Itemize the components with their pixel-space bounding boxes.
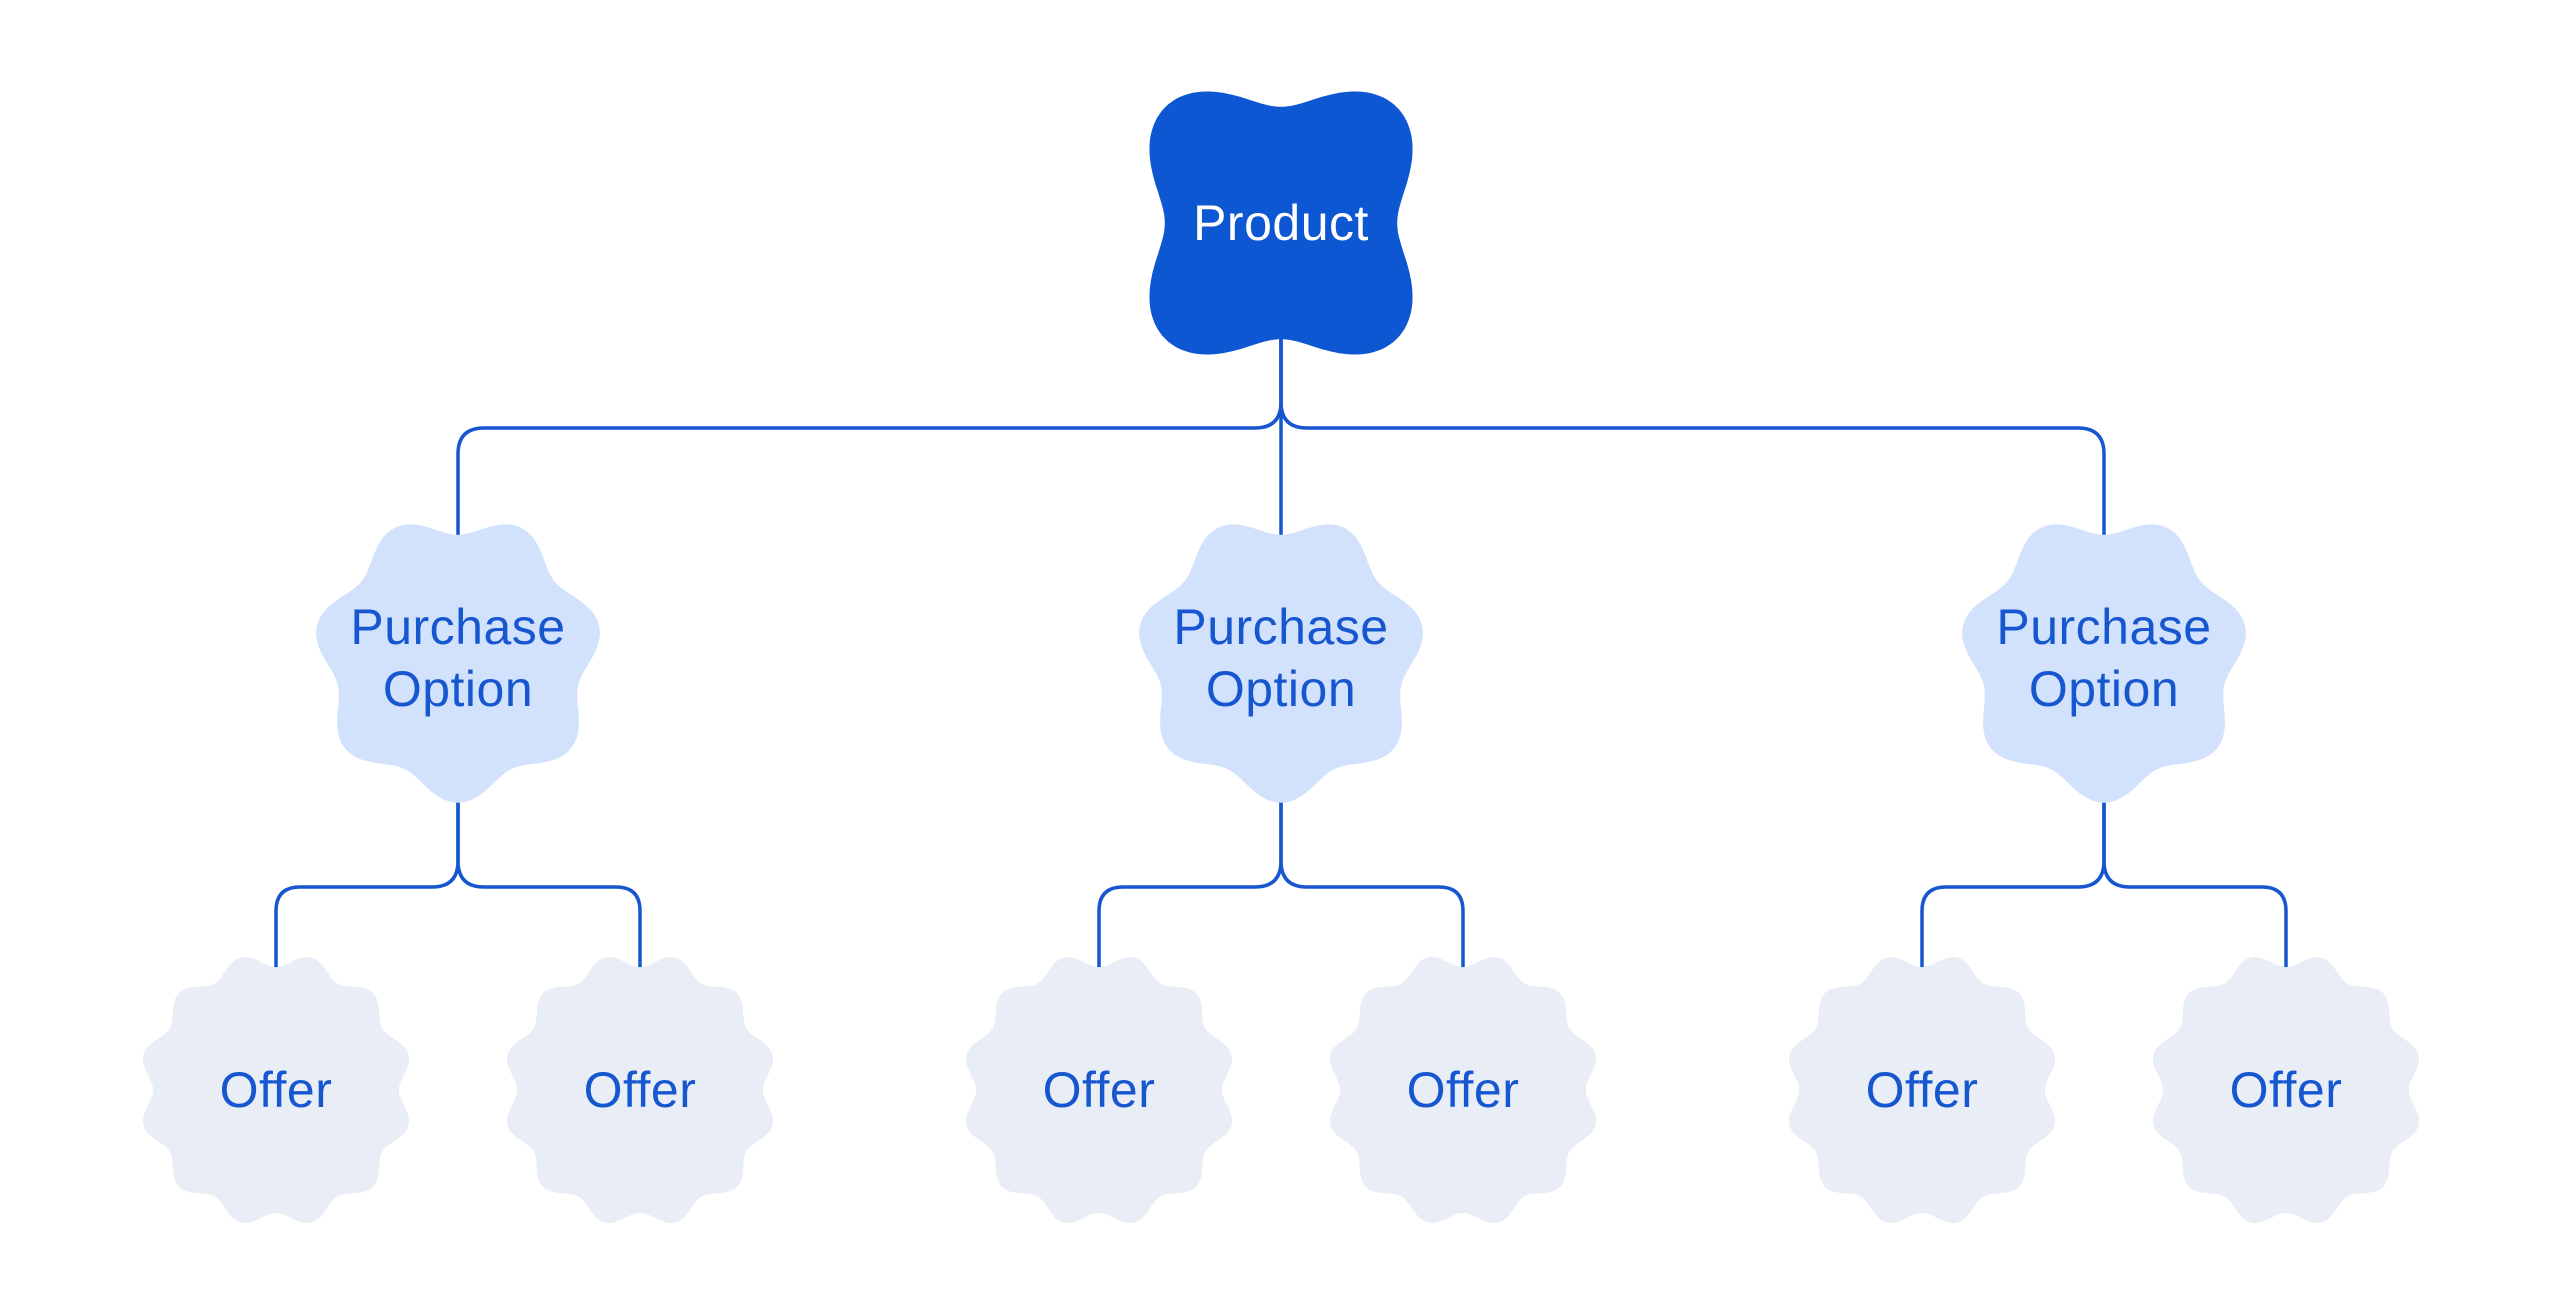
connector-root-to-left-purchase (456, 330, 1283, 575)
tree-nodes (143, 91, 2419, 1223)
connector-purchase2-to-offer3 (1097, 780, 1283, 1000)
offer-node-3-label: Offer (1042, 1062, 1156, 1118)
offer-node-3-shape (966, 957, 1232, 1223)
purchase-option-node-2-label: Purchase Option (1173, 599, 1389, 717)
connector-purchase3-to-offer6 (2102, 780, 2288, 1000)
offer-node-1-shape (143, 957, 409, 1223)
offer-node-2-label: Offer (583, 1062, 697, 1118)
offer-node-6-shape (2153, 957, 2419, 1223)
purchase-option-node-3-shape (1962, 524, 2246, 803)
connector-root-to-right-purchase (1279, 330, 2106, 575)
connector-purchase3-to-offer5 (1920, 780, 2106, 1000)
purchase-option-node-1-shape (316, 524, 600, 803)
offer-node-4-shape (1330, 957, 1596, 1223)
connector-purchase1-to-offer1 (274, 780, 460, 1000)
product-node-label: Product (1193, 195, 1369, 251)
purchase-option-node-3-label: Purchase Option (1996, 599, 2212, 717)
offer-node-1-label: Offer (219, 1062, 333, 1118)
offer-node-6-label: Offer (2229, 1062, 2343, 1118)
connector-purchase2-to-offer4 (1279, 780, 1465, 1000)
offer-node-5-shape (1789, 957, 2055, 1223)
offer-node-5-label: Offer (1865, 1062, 1979, 1118)
connector-lines (274, 330, 2288, 1000)
purchase-option-node-1-label: Purchase Option (350, 599, 566, 717)
purchase-option-node-2-shape (1139, 524, 1423, 803)
offer-node-2-shape (507, 957, 773, 1223)
connector-purchase1-to-offer2 (456, 780, 642, 1000)
offer-node-4-label: Offer (1406, 1062, 1520, 1118)
product-node-shape (1149, 91, 1413, 355)
